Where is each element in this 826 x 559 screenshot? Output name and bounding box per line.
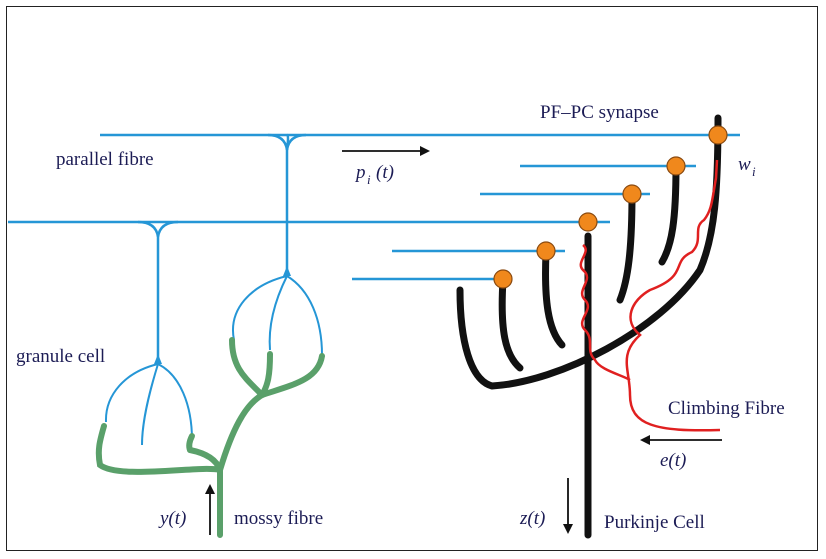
- mossy-fibre: [95, 337, 325, 538]
- gc-right-dendrite-2: [268, 275, 288, 351]
- y-t-label: y(t): [158, 508, 186, 529]
- granule-cell-right: [232, 133, 323, 356]
- synapse-3: [622, 184, 642, 204]
- granule-cell-label: granule cell: [16, 346, 105, 367]
- synapse-6: [493, 269, 513, 289]
- z-t-label: z(t): [519, 508, 545, 529]
- climbing-fibre-left: [579, 244, 631, 382]
- granule-cell-left: [104, 220, 193, 446]
- w-i-subscript: i: [752, 164, 756, 179]
- p-i-label: p i (t): [354, 162, 394, 187]
- climbing-fibre-right: [625, 159, 721, 432]
- parallel-fibre-label: parallel fibre: [56, 149, 154, 170]
- gc-left-t-junction: [156, 220, 179, 238]
- p-i-subscript: i: [367, 172, 371, 187]
- gc-right-dendrite-1: [232, 275, 288, 341]
- mossy-branch-right: [217, 392, 265, 473]
- w-i-symbol: w: [738, 154, 751, 175]
- gc-left-dendrite-2: [141, 363, 159, 446]
- mossy-branch-r1: [229, 337, 265, 398]
- purkinje-branch-4: [658, 162, 680, 266]
- arrows: [205, 146, 722, 535]
- pf-pc-synapse-label: PF–PC synapse: [540, 102, 659, 123]
- synapse-2: [666, 156, 686, 176]
- p-i-arg: (t): [376, 162, 394, 183]
- mossy-branch-left-1: [95, 423, 223, 475]
- synapses: [493, 125, 728, 289]
- climbing-fibre-label: Climbing Fibre: [668, 398, 785, 419]
- climbing-fibre: [579, 159, 721, 432]
- e-t-label: e(t): [660, 450, 686, 471]
- error-arrow-head: [640, 435, 650, 445]
- w-i-label: w i: [738, 154, 756, 179]
- gc-right-soma: [283, 266, 291, 276]
- purkinje-cell-label: Purkinje Cell: [604, 512, 705, 533]
- mossy-branch-r2: [259, 351, 273, 398]
- gc-right-dendrite-3: [286, 275, 323, 356]
- gc-right-t-junction-2: [285, 133, 307, 151]
- purkinje-cell: [456, 114, 722, 539]
- purkinje-branch-3: [616, 190, 636, 304]
- p-i-symbol: p: [354, 162, 366, 183]
- mossy-branch-r3: [259, 353, 325, 398]
- synapse-4: [578, 212, 598, 232]
- pf-arrow-head: [420, 146, 430, 156]
- purkinje-branch-1: [498, 276, 524, 372]
- mossy-fibre-label: mossy fibre: [234, 508, 323, 529]
- synapse-1: [708, 125, 728, 145]
- synapse-5: [536, 241, 556, 261]
- parallel-fibres: [8, 133, 740, 281]
- output-arrow-head: [563, 524, 573, 534]
- gc-right-axon: [267, 133, 289, 270]
- gc-left-dendrite-3: [157, 363, 193, 441]
- purkinje-branch-2: [542, 249, 566, 349]
- gc-left-axon: [137, 220, 160, 358]
- purkinje-main-dendrite: [456, 114, 722, 390]
- input-arrow-head: [205, 484, 215, 494]
- mossy-branch-left-2: [186, 433, 195, 453]
- mossy-fibre-main: [187, 447, 223, 538]
- gc-left-dendrite-1: [104, 363, 159, 423]
- gc-left-soma: [154, 354, 162, 364]
